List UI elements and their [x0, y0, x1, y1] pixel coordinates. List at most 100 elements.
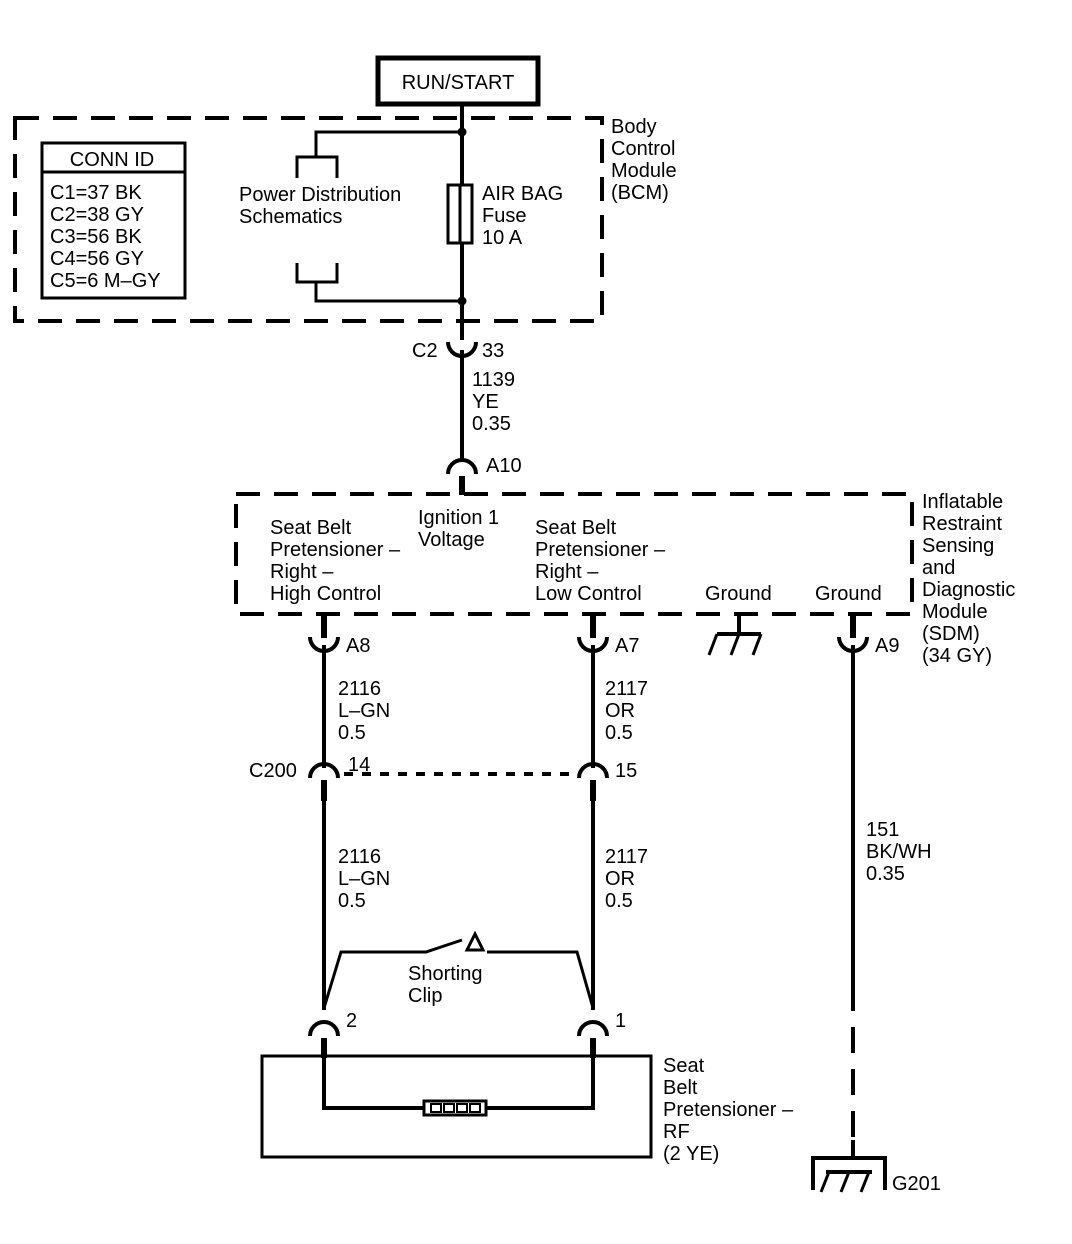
ground-g201-icon: G201	[811, 1156, 941, 1195]
conn-id-table: CONN ID C1=37 BK C2=38 GY C3=56 BK C4=56…	[40, 141, 187, 300]
svg-text:OR: OR	[605, 868, 635, 890]
bcm-label: Body Control Module (BCM)	[611, 116, 677, 204]
bcm-boundary	[13, 116, 604, 323]
c200-connector: C200 14 15	[249, 754, 637, 801]
sdm-label: Inflatable Restraint Sensing and Diagnos…	[922, 491, 1015, 667]
svg-text:2116: 2116	[338, 846, 381, 868]
svg-text:Module: Module	[611, 160, 677, 182]
svg-text:and: and	[922, 557, 955, 579]
svg-text:2: 2	[346, 1010, 357, 1032]
svg-text:A9: A9	[875, 635, 899, 657]
svg-text:Seat Belt: Seat Belt	[270, 517, 352, 539]
svg-text:Right –: Right –	[535, 561, 599, 583]
svg-text:RF: RF	[663, 1121, 690, 1143]
svg-text:Pretensioner –: Pretensioner –	[535, 539, 666, 561]
svg-text:Ignition 1: Ignition 1	[418, 507, 499, 529]
svg-text:C2: C2	[412, 340, 438, 362]
svg-text:10 A: 10 A	[482, 227, 523, 249]
svg-text:C3=56 BK: C3=56 BK	[50, 226, 142, 248]
a9-connector: A9	[837, 614, 899, 657]
svg-text:OR: OR	[605, 700, 635, 722]
svg-text:Pretensioner –: Pretensioner –	[663, 1099, 794, 1121]
svg-text:BK/WH: BK/WH	[866, 841, 932, 863]
conn-id-title: CONN ID	[70, 149, 154, 171]
svg-text:(2 YE): (2 YE)	[663, 1143, 719, 1165]
sdm-high-control-label: Seat Belt Pretensioner – Right – High Co…	[270, 517, 401, 605]
svg-text:A10: A10	[486, 455, 522, 477]
svg-text:Inflatable: Inflatable	[922, 491, 1003, 513]
svg-text:(BCM): (BCM)	[611, 182, 669, 204]
svg-text:High Control: High Control	[270, 583, 381, 605]
ground-g201-label: G201	[892, 1173, 941, 1195]
svg-text:2117: 2117	[605, 846, 648, 868]
svg-text:Restraint: Restraint	[922, 513, 1002, 535]
pretensioner-pin-1: 1	[577, 1010, 626, 1058]
svg-text:C2=38 GY: C2=38 GY	[50, 204, 144, 226]
wire-2117-lower-label: 2117 OR 0.5	[605, 846, 648, 912]
sdm-low-control-label: Seat Belt Pretensioner – Right – Low Con…	[535, 517, 666, 605]
svg-text:15: 15	[615, 760, 637, 782]
c2-connector: C2 33	[412, 340, 504, 362]
svg-text:C200: C200	[249, 760, 297, 782]
svg-text:1: 1	[615, 1010, 626, 1032]
svg-text:2117: 2117	[605, 678, 648, 700]
pretensioner-component	[260, 1054, 653, 1159]
svg-text:Low Control: Low Control	[535, 583, 642, 605]
run-start-label: RUN/START	[402, 72, 515, 94]
svg-text:Pretensioner –: Pretensioner –	[270, 539, 401, 561]
run-start-box: RUN/START	[375, 55, 541, 107]
svg-text:Shorting: Shorting	[408, 963, 483, 985]
a10-connector: A10	[446, 455, 522, 495]
svg-text:Module: Module	[922, 601, 988, 623]
svg-text:L–GN: L–GN	[338, 700, 390, 722]
wire-2116-lower-label: 2116 L–GN 0.5	[338, 846, 390, 912]
wire-2116-upper-label: 2116 L–GN 0.5	[338, 678, 390, 744]
svg-text:0.35: 0.35	[866, 863, 905, 885]
svg-text:0.5: 0.5	[605, 890, 633, 912]
svg-text:A7: A7	[615, 635, 639, 657]
wire-2117-upper-label: 2117 OR 0.5	[605, 678, 648, 744]
svg-text:33: 33	[482, 340, 504, 362]
svg-text:C1=37 BK: C1=37 BK	[50, 182, 142, 204]
svg-text:C5=6 M–GY: C5=6 M–GY	[50, 270, 161, 292]
svg-text:1139: 1139	[472, 369, 515, 391]
sdm-ground-label-1: Ground	[705, 583, 772, 605]
svg-text:Belt: Belt	[663, 1077, 698, 1099]
a7-connector: A7	[577, 614, 639, 657]
squib-resistor-icon	[422, 1099, 488, 1117]
svg-text:0.5: 0.5	[338, 890, 366, 912]
svg-text:14: 14	[348, 754, 370, 776]
sdm-boundary	[234, 492, 914, 616]
svg-text:Sensing: Sensing	[922, 535, 994, 557]
wire-151-label: 151 BK/WH 0.35	[866, 819, 932, 885]
pretensioner-pin-2: 2	[308, 1010, 357, 1058]
svg-text:0.5: 0.5	[338, 722, 366, 744]
svg-text:Power Distribution: Power Distribution	[239, 184, 401, 206]
svg-text:Diagnostic: Diagnostic	[922, 579, 1015, 601]
svg-text:0.5: 0.5	[605, 722, 633, 744]
airbag-fuse: AIR BAG Fuse 10 A	[446, 183, 563, 249]
a8-connector: A8	[308, 614, 370, 657]
svg-text:151: 151	[866, 819, 899, 841]
svg-text:AIR BAG: AIR BAG	[482, 183, 563, 205]
svg-text:(SDM): (SDM)	[922, 623, 980, 645]
svg-text:Fuse: Fuse	[482, 205, 526, 227]
svg-text:Body: Body	[611, 116, 657, 138]
svg-text:Clip: Clip	[408, 985, 442, 1007]
wire-1139-label: 1139 YE 0.35	[472, 369, 515, 435]
shorting-clip: Shorting Clip	[322, 930, 595, 1009]
svg-text:Seat Belt: Seat Belt	[535, 517, 617, 539]
svg-text:(34 GY): (34 GY)	[922, 645, 992, 667]
svg-text:2116: 2116	[338, 678, 381, 700]
power-distribution-reference: Power Distribution Schematics	[239, 130, 462, 303]
svg-text:Schematics: Schematics	[239, 206, 342, 228]
sdm-ground-label-2: Ground	[815, 583, 882, 605]
svg-text:0.35: 0.35	[472, 413, 511, 435]
svg-text:Control: Control	[611, 138, 675, 160]
svg-text:A8: A8	[346, 635, 370, 657]
svg-text:Right –: Right –	[270, 561, 334, 583]
svg-text:L–GN: L–GN	[338, 868, 390, 890]
internal-ground-icon	[707, 614, 763, 656]
pretensioner-label: Seat Belt Pretensioner – RF (2 YE)	[663, 1055, 794, 1165]
